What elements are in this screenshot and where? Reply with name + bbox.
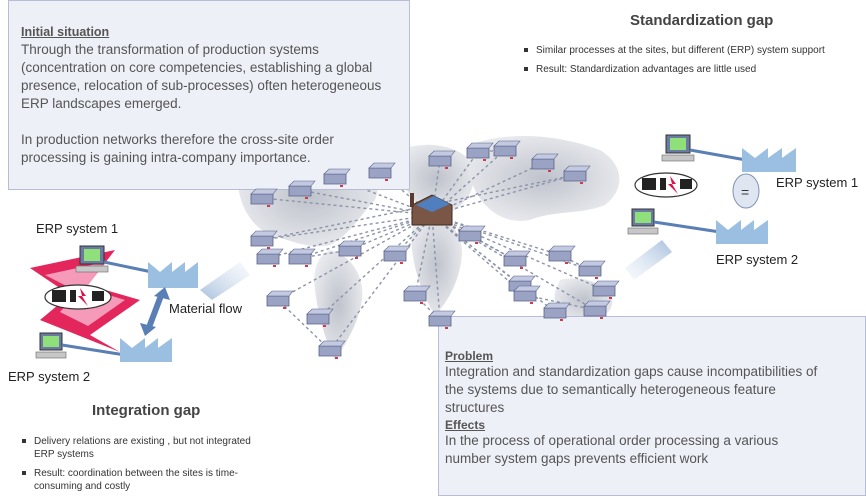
network-link: [414, 214, 433, 296]
initial-situation-paragraph-1: Through the transformation of production…: [21, 42, 382, 111]
standardization-erp-system-2-label: ERP system 2: [716, 252, 799, 267]
standardization-gap-bullet: Similar processes at the sites, but diff…: [524, 44, 836, 57]
initial-situation-paragraph-2: In production networks therefore the cro…: [21, 132, 334, 165]
network-link: [431, 214, 516, 261]
initial-situation-box: Initial situation Through the transforma…: [8, 0, 410, 190]
network-link: [477, 149, 506, 153]
network-link: [317, 214, 433, 319]
material-flow-label: Material flow: [169, 301, 242, 316]
integration-gap-bullet: Result: coordination between the sites i…: [22, 467, 266, 493]
standardization-gap-bullet: Result: Standardization advantages are l…: [524, 63, 836, 76]
network-link: [261, 214, 433, 241]
effects-title: Effects: [445, 418, 486, 432]
network-link: [277, 214, 433, 301]
network-link: [261, 197, 433, 216]
network-link: [267, 214, 433, 259]
standardization-erp-system-1-label: ERP system 1: [776, 175, 859, 190]
effects-text: In the process of operational order proc…: [445, 433, 779, 466]
problem-box: Problem Integration and standardization …: [438, 316, 866, 496]
problem-title: Problem: [445, 349, 494, 363]
integration-gap-title: Integration gap: [92, 402, 201, 419]
network-link: [431, 214, 556, 313]
integration-erp-system-2-label: ERP system 2: [8, 369, 91, 384]
network-link: [261, 174, 576, 241]
integration-erp-system-1-label: ERP system 1: [36, 221, 119, 236]
network-link: [299, 214, 433, 259]
network-link: [431, 174, 576, 216]
initial-situation-title: Initial situation: [21, 25, 110, 39]
standardization-gap-bullets: Similar processes at the sites, but diff…: [522, 44, 836, 82]
network-link: [329, 214, 433, 351]
problem-text: Integration and standardization gaps cau…: [445, 364, 818, 415]
network-link: [431, 149, 506, 216]
integration-gap-bullet: Delivery relations are existing , but no…: [22, 435, 266, 461]
network-link: [299, 189, 433, 216]
network-link: [431, 214, 561, 256]
standardization-gap-title: Standardization gap: [630, 12, 774, 29]
integration-gap-bullets: Delivery relations are existing , but no…: [20, 435, 266, 499]
left-beam: [200, 262, 250, 300]
right-beam: [625, 240, 672, 280]
